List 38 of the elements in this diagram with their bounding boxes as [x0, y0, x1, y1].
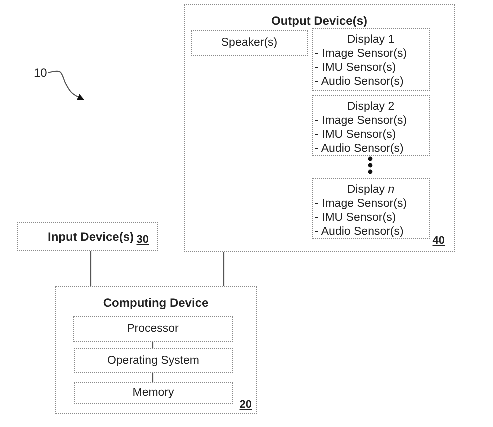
- connector-line: [223, 252, 225, 286]
- sensor-list-item: - IMU Sensor(s): [315, 61, 396, 75]
- sensor-list-item: - Audio Sensor(s): [315, 142, 404, 156]
- connector-line: [152, 342, 154, 348]
- display-heading: Display n: [347, 183, 395, 197]
- sensor-list-item: - IMU Sensor(s): [315, 128, 396, 142]
- component-label: Speaker(s): [221, 36, 278, 50]
- display-heading: Display 1: [347, 33, 395, 47]
- connector-line: [152, 373, 154, 382]
- sensor-list-item: - Audio Sensor(s): [315, 225, 404, 239]
- component-label: Operating System: [107, 354, 200, 368]
- box-title: Computing Device: [103, 296, 209, 310]
- display-box: [312, 95, 430, 156]
- component-label: Memory: [132, 386, 174, 400]
- sensor-list-item: - Image Sensor(s): [315, 197, 408, 211]
- display-heading: Display 2: [347, 100, 395, 114]
- reference-numeral: 30: [136, 234, 149, 246]
- reference-numeral: 20: [240, 399, 252, 411]
- component-box: [74, 348, 233, 373]
- connector-line: [90, 251, 92, 286]
- reference-numeral: 10: [34, 66, 48, 80]
- sensor-list-item: - IMU Sensor(s): [315, 211, 396, 225]
- component-box: [73, 316, 233, 342]
- reference-arrow: [48, 70, 85, 101]
- sensor-list-item: - Audio Sensor(s): [315, 75, 404, 89]
- device-box: [184, 4, 455, 252]
- box-title: Output Device(s): [272, 14, 368, 28]
- device-box: [17, 222, 158, 251]
- component-label: Processor: [127, 322, 179, 336]
- device-box: [55, 286, 257, 414]
- sensor-list-item: - Image Sensor(s): [315, 114, 408, 128]
- display-box: [312, 28, 430, 91]
- reference-numeral: 40: [432, 235, 445, 247]
- component-box: [74, 382, 233, 404]
- display-box: [312, 178, 430, 239]
- box-title: Input Device(s): [48, 230, 134, 244]
- component-box: [191, 30, 308, 56]
- sensor-list-item: - Image Sensor(s): [315, 47, 408, 61]
